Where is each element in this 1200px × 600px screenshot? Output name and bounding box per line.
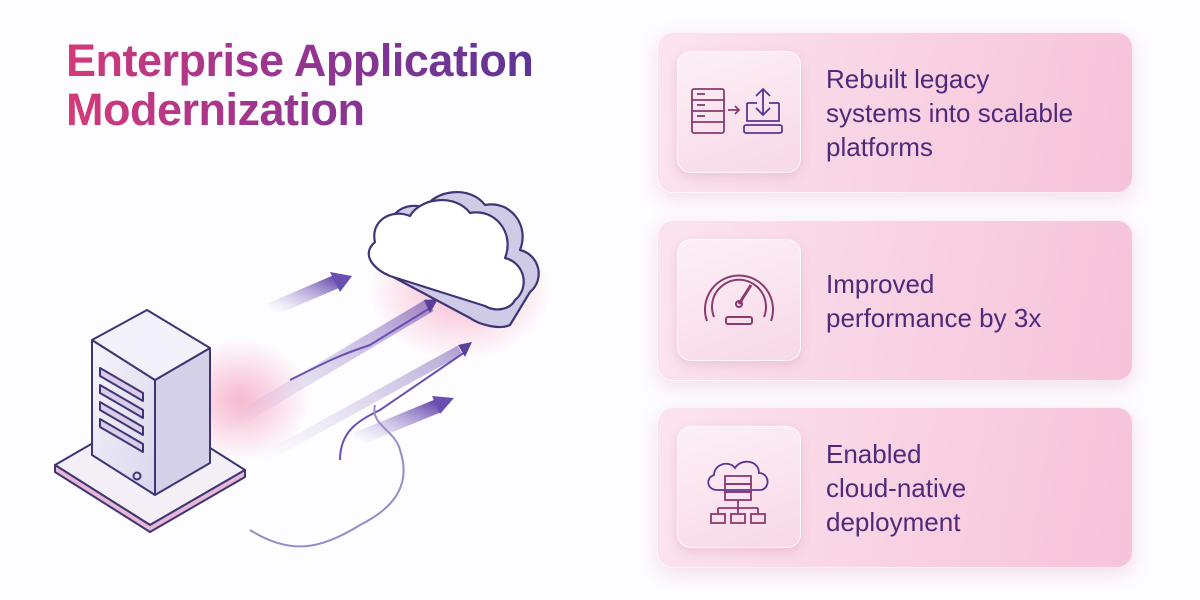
- speedometer-icon: [677, 239, 801, 361]
- page-title: Enterprise Application Modernization: [66, 36, 533, 134]
- server-migration-icon: [677, 51, 801, 173]
- server-to-cloud-illustration: [54, 190, 550, 548]
- title-line-1: Enterprise Application: [66, 35, 534, 86]
- server-icon: [54, 309, 246, 533]
- data-flow-arrows: [216, 272, 472, 548]
- cloud-icon: [367, 190, 540, 329]
- title-line-2: Modernization: [66, 84, 365, 135]
- cloud-network-icon: [677, 426, 801, 548]
